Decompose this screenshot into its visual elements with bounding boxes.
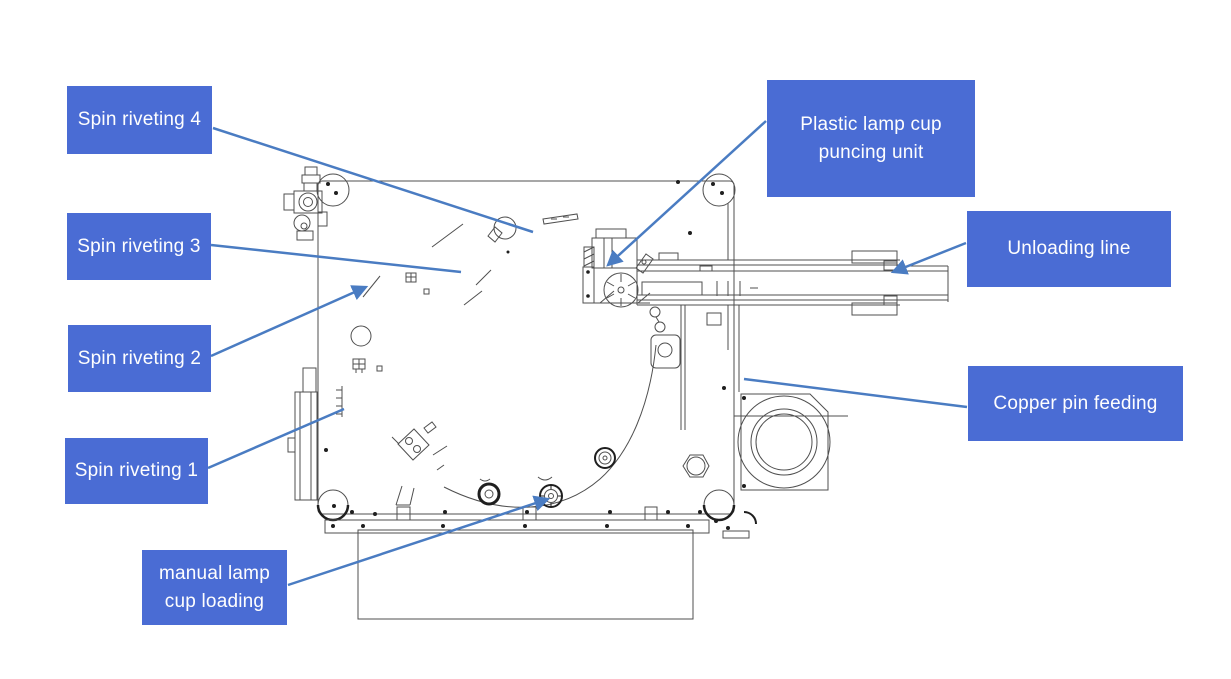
- label-text: cup loading: [164, 590, 265, 612]
- bottom-tray: [324, 506, 710, 620]
- left-linear-rail: [287, 367, 343, 501]
- leader-puncing-unit: [606, 120, 767, 267]
- label-text: Spin riveting 4: [77, 109, 202, 131]
- leader-spin-riveting-3: [210, 243, 462, 274]
- label-plastic-lamp-cup-puncing-unit: Plastic lamp cup puncing unit: [767, 80, 975, 197]
- unloading-conveyor: [636, 203, 949, 350]
- label-text: Unloading line: [1007, 238, 1131, 260]
- leader-spin-riveting-4: [212, 126, 534, 234]
- leader-unloading-line: [890, 241, 967, 275]
- pneumatic-valve-assembly: [283, 166, 328, 241]
- label-text: Spin riveting 2: [77, 347, 202, 369]
- leader-spin-riveting-2: [210, 285, 369, 358]
- label-text: Spin riveting 3: [77, 235, 201, 257]
- label-text: manual lamp: [159, 562, 270, 584]
- label-spin-riveting-1: Spin riveting 1: [65, 438, 208, 504]
- right-side-channel: [650, 305, 740, 478]
- leader-copper-pin-feeding: [743, 377, 968, 409]
- leader-manual-loading: [287, 495, 551, 587]
- label-text: Copper pin feeding: [993, 392, 1158, 414]
- label-text: puncing unit: [818, 141, 924, 163]
- leader-lines: [207, 120, 968, 587]
- label-text: Spin riveting 1: [74, 460, 199, 482]
- label-unloading-line: Unloading line: [967, 211, 1171, 287]
- label-spin-riveting-2: Spin riveting 2: [68, 325, 211, 392]
- label-text: Plastic lamp cup: [800, 113, 942, 135]
- label-spin-riveting-3: Spin riveting 3: [67, 213, 211, 280]
- lamp-cup-punching-unit: [582, 228, 666, 333]
- label-manual-lamp-cup-loading: manual lamp cup loading: [142, 550, 287, 625]
- spin-riveting-station-marks: [362, 213, 579, 306]
- copper-pin-feeder-bowl: [714, 393, 848, 539]
- machine-base-plate: [316, 173, 736, 522]
- label-spin-riveting-4: Spin riveting 4: [67, 86, 212, 154]
- label-copper-pin-feeding: Copper pin feeding: [968, 366, 1183, 441]
- leader-spin-riveting-1: [207, 407, 345, 470]
- center-fixtures: [350, 325, 437, 461]
